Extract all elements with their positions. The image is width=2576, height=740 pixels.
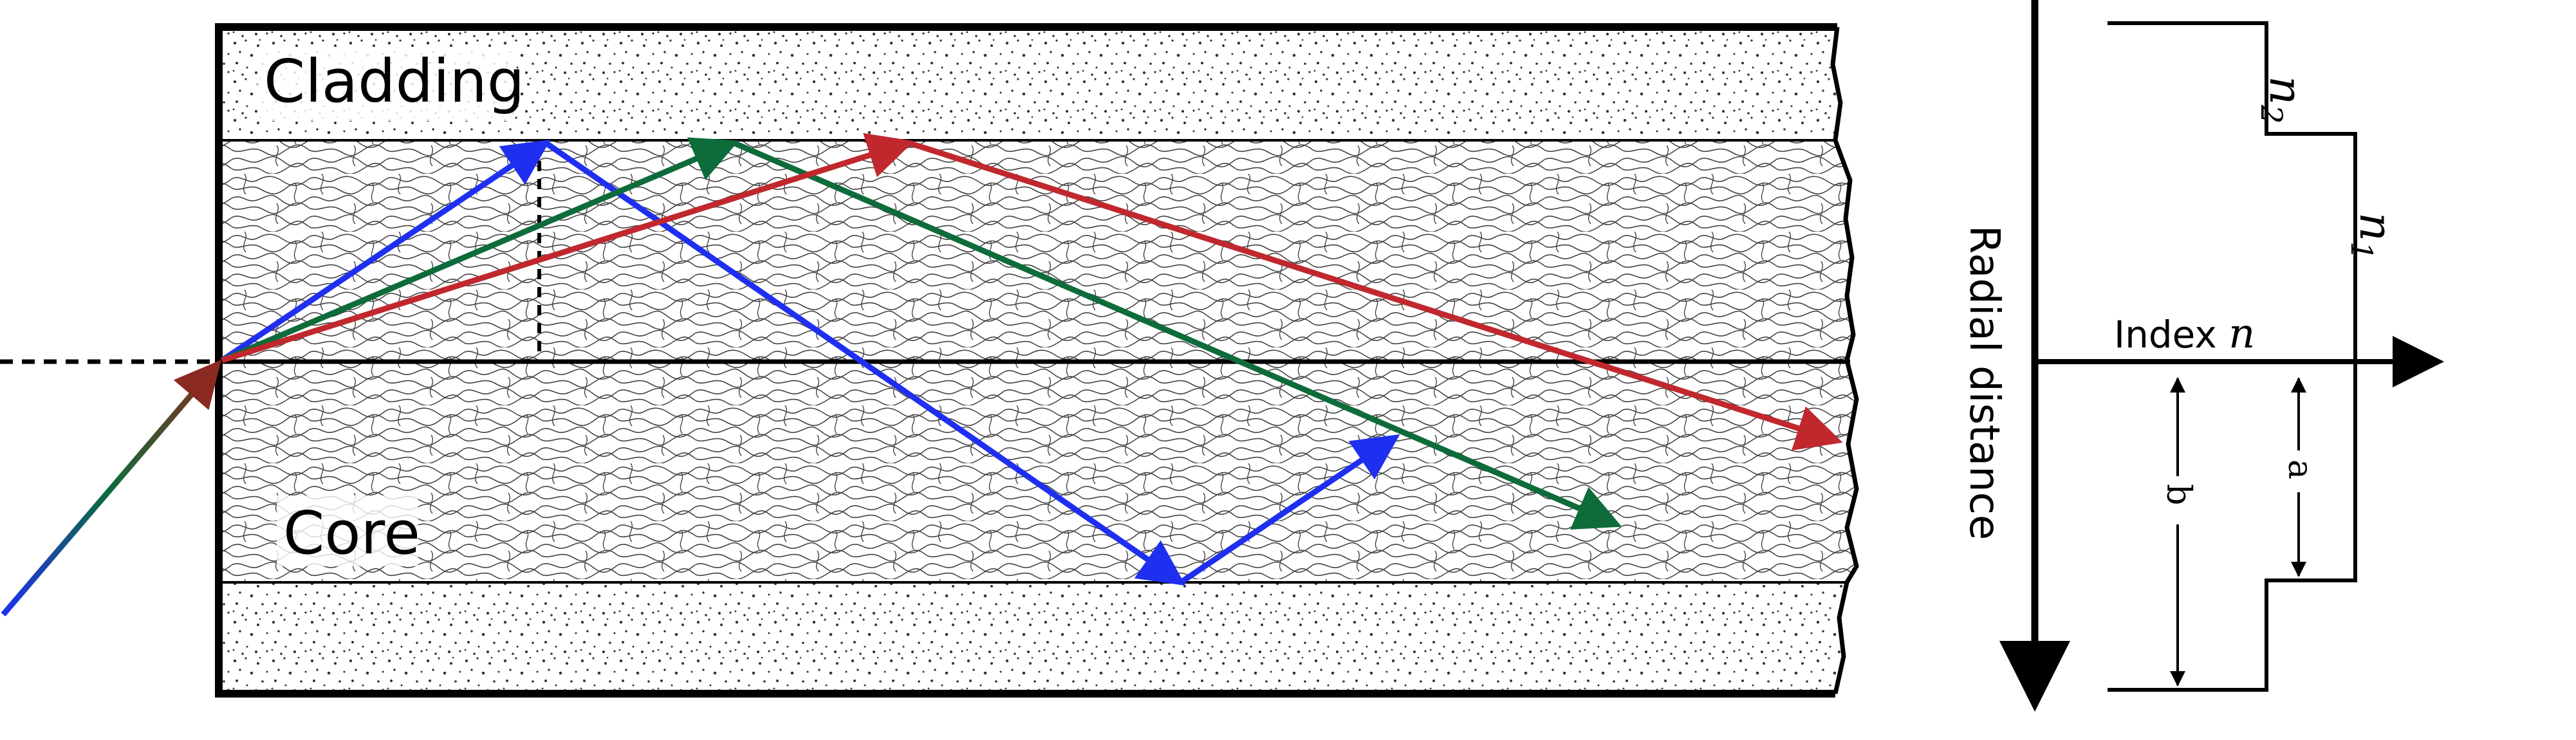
dimension-b-label: b: [2159, 484, 2198, 505]
ray-red-segment-2: [907, 140, 1843, 451]
n1-subscript: 1: [2344, 241, 2379, 260]
n2-label: n2: [2254, 76, 2312, 124]
cladding-top: [219, 27, 1840, 140]
ray-red-segment-1: [221, 133, 914, 364]
core-label: Core: [283, 499, 420, 568]
cladding-label: Cladding: [264, 47, 524, 116]
cladding-label-bg: [257, 50, 515, 121]
fiber-cut-edge: [1830, 26, 1859, 694]
fiber-section: [0, 23, 1859, 698]
radial-distance-label: Radial distance: [1960, 225, 2008, 540]
dimension-a-label: a: [2281, 459, 2319, 479]
ray-green-segment-1: [221, 137, 739, 364]
refractive-index-profile: [2108, 21, 2357, 692]
region-labels: Cladding Core: [257, 47, 524, 568]
ray-green-segment-2: [732, 140, 1622, 530]
cladding-bottom: [219, 582, 1847, 694]
incoming-ray: [1, 360, 221, 616]
index-axis-word: Index: [2114, 313, 2217, 356]
index-profile-plot: Radial distance Index n n2 n1 a b: [1960, 0, 2444, 712]
n2-subscript: 2: [2254, 104, 2289, 124]
n2-symbol: n: [2259, 76, 2312, 105]
index-axis-symbol: n: [2229, 310, 2255, 358]
ray-blue-segment-2: [544, 140, 1186, 586]
ray-blue-segment-3: [1179, 434, 1400, 585]
n1-symbol: n: [2349, 212, 2402, 241]
core-label-bg: [277, 495, 418, 566]
index-axis-label: Index n: [2114, 310, 2255, 358]
n1-label: n1: [2344, 212, 2402, 260]
light-rays: [1, 133, 1843, 616]
ray-blue-segment-1: [220, 139, 551, 363]
